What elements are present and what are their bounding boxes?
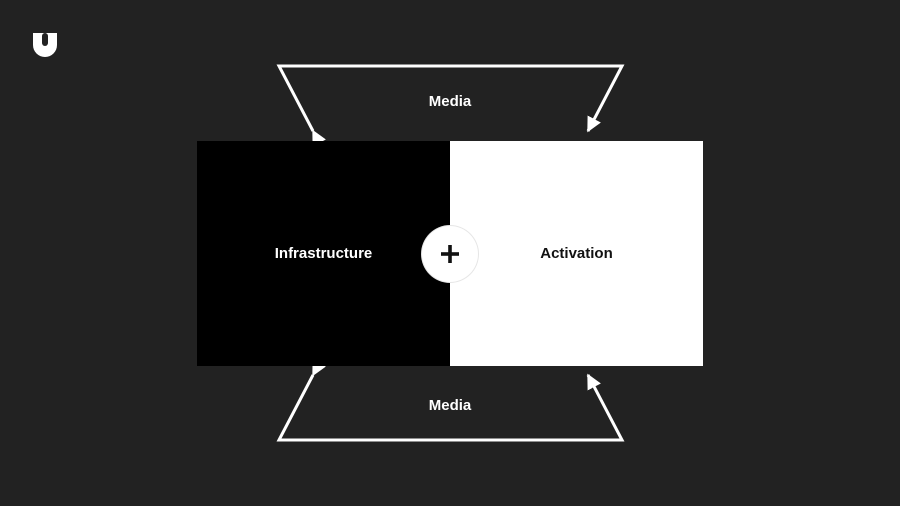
bottom-arrow-left-branch — [276, 359, 450, 442]
bottom-media-label: Media — [428, 397, 472, 414]
activation-label: Activation — [540, 245, 613, 262]
top-media-label: Media — [428, 93, 472, 110]
u-logo-icon — [33, 33, 57, 57]
plus-connector — [422, 226, 478, 282]
bottom-media-arrow — [276, 359, 625, 442]
top-arrow-right-branch — [450, 64, 625, 133]
plus-icon — [441, 245, 459, 263]
infrastructure-label: Infrastructure — [274, 245, 373, 262]
infrastructure-panel: Infrastructure — [197, 141, 450, 366]
top-arrow-left-branch — [276, 64, 450, 147]
top-media-arrow — [276, 64, 625, 147]
bottom-arrow-right-branch — [450, 373, 625, 442]
activation-panel: Activation — [450, 141, 703, 366]
